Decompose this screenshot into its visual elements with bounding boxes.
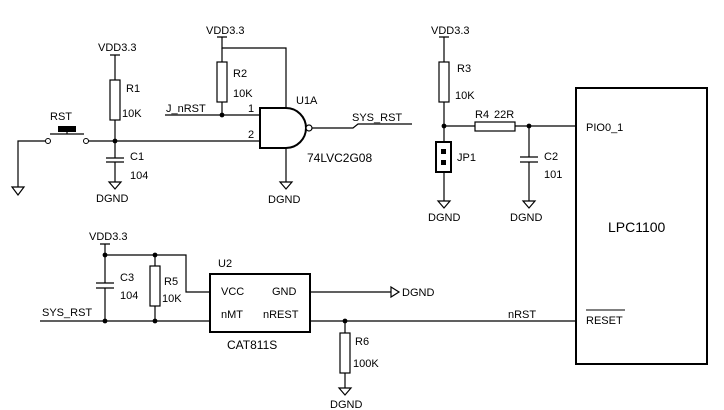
jp1-ref: JP1 — [457, 152, 476, 164]
rst-switch-label: RST — [50, 111, 72, 123]
vdd-label-r3: VDD3.3 — [431, 25, 470, 37]
sys-rst-net-label-top: SYS_RST — [352, 112, 402, 124]
sys-rst-net-label-bottom: SYS_RST — [42, 307, 92, 319]
c2-value: 101 — [544, 169, 562, 181]
u2-vcc-pin: VCC — [221, 286, 244, 298]
r3-ref: R3 — [457, 63, 471, 75]
nrst-net-label: nRST — [508, 309, 536, 321]
and-gate-section: VDD3.3 R2 10K J_nRST 1 2 SYS_RST U1A 74L… — [165, 25, 412, 206]
pio-section: VDD3.3 R3 10K R4 22R JP1 DGND C2 101 DGN… — [428, 25, 576, 224]
r1-ref: R1 — [126, 83, 140, 95]
vdd-label-r2: VDD3.3 — [206, 25, 245, 37]
c1-ref: C1 — [130, 151, 144, 163]
gnd-label-u2: DGND — [402, 287, 434, 299]
r2-value: 10K — [233, 88, 253, 100]
gnd-label-c1: DGND — [96, 193, 128, 205]
r1-value: 10K — [122, 108, 142, 120]
u1a-ref: U1A — [296, 95, 318, 107]
u1a-gate — [259, 107, 307, 149]
rst-switch-section: RST VDD3.3 R1 10K C1 104 DGND — [10, 42, 260, 205]
c3-ref: C3 — [120, 272, 134, 284]
u2-chip — [209, 273, 311, 333]
lpc1100-mcu: LPC1100 PIO0_1 RESET — [575, 87, 708, 365]
u1a-pin2: 2 — [248, 129, 254, 141]
j-nrst-net-label: J_nRST — [166, 103, 206, 115]
gnd-label-c2: DGND — [510, 212, 542, 224]
r2-ref: R2 — [233, 68, 247, 80]
c3-value: 104 — [120, 290, 138, 302]
r3-resistor — [438, 61, 450, 103]
u2-nmt-pin: nMT — [221, 309, 243, 321]
u1a-pin1: 1 — [248, 103, 254, 115]
vdd-label-u2: VDD3.3 — [89, 231, 128, 243]
r2-resistor — [216, 61, 228, 103]
mcu-pio-pin: PIO0_1 — [586, 122, 623, 134]
r5-resistor — [149, 265, 161, 307]
r1-resistor — [109, 79, 121, 121]
vdd-label-r1: VDD3.3 — [98, 42, 137, 54]
u2-gnd-pin: GND — [272, 286, 297, 298]
c2-ref: C2 — [544, 151, 558, 163]
c1-value: 104 — [130, 170, 148, 182]
u2-part: CAT811S — [227, 338, 277, 352]
r4-value: 22R — [494, 109, 514, 121]
r4-resistor — [474, 121, 516, 132]
supervisor-section: VDD3.3 C3 104 R5 10K SYS_RST U2 VCC GND … — [40, 231, 576, 410]
gnd-label-gate: DGND — [268, 194, 300, 206]
r5-value: 10K — [162, 293, 182, 305]
r6-value: 100K — [353, 358, 379, 370]
u2-nrest-pin: nREST — [263, 309, 299, 321]
u1a-part: 74LVC2G08 — [307, 151, 372, 165]
r3-value: 10K — [455, 90, 475, 102]
r6-resistor — [339, 332, 351, 374]
gnd-label-r6: DGND — [330, 399, 362, 410]
u2-ref: U2 — [218, 258, 232, 270]
r4-ref: R4 — [475, 109, 489, 121]
jp1-jumper — [435, 141, 452, 173]
mcu-name: LPC1100 — [608, 219, 666, 235]
gnd-label-jp1: DGND — [428, 212, 460, 224]
mcu-reset-pin: RESET — [586, 315, 623, 327]
r6-ref: R6 — [355, 336, 369, 348]
r5-ref: R5 — [164, 276, 178, 288]
